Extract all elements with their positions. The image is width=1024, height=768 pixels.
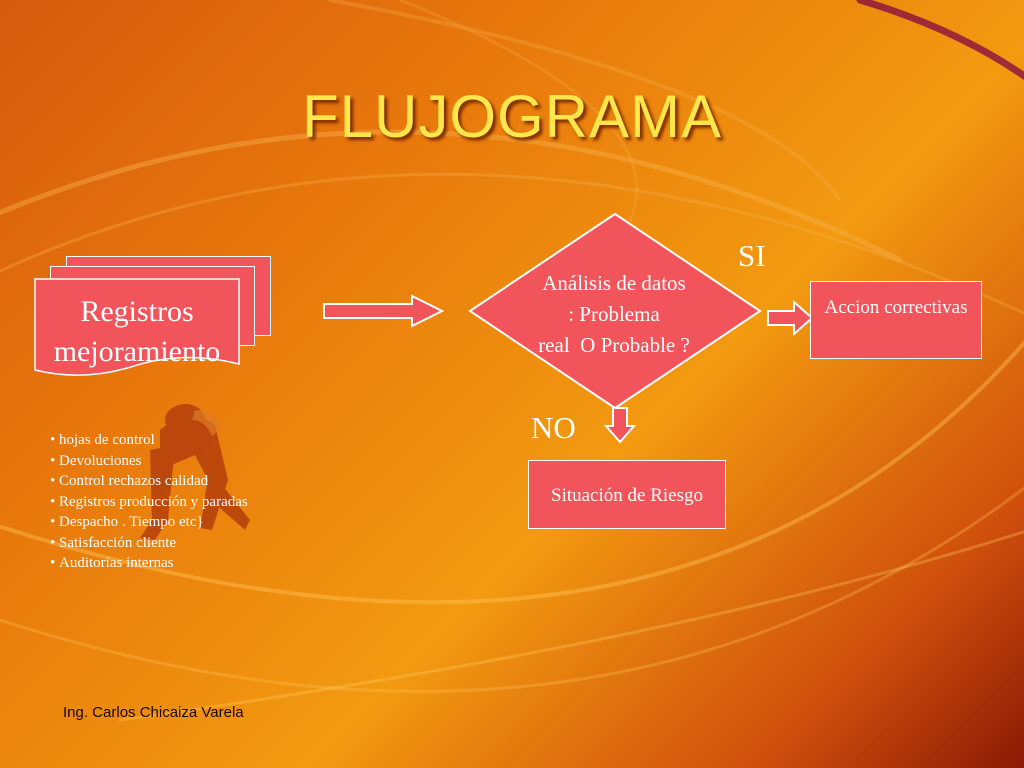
corrective-action-box: Accion correctivas xyxy=(810,281,982,359)
decision-text: Análisis de datos : Problema real O Prob… xyxy=(538,271,690,357)
risk-situation-label: Situación de Riesgo xyxy=(551,485,703,506)
registros-line-1: Registros xyxy=(80,295,194,328)
arrow-down-icon xyxy=(604,407,636,444)
list-item: Registros producción y paradas xyxy=(50,492,248,513)
list-item: Devoluciones xyxy=(50,451,248,472)
registros-document-stack: Registros mejoramiento xyxy=(32,254,277,384)
list-item: Despacho . Tiempo etc} xyxy=(50,512,248,533)
author-footer: Ing. Carlos Chicaiza Varela xyxy=(63,704,244,721)
arrow-right-icon xyxy=(767,300,814,336)
list-item: Auditorias internas xyxy=(50,553,248,574)
arrow-right-icon xyxy=(323,294,445,328)
no-label: NO xyxy=(531,410,576,445)
list-item: Satisfacción cliente xyxy=(50,533,248,554)
list-item: Control rechazos calidad xyxy=(50,471,248,492)
corrective-action-label: Accion correctivas xyxy=(824,297,968,318)
list-item: hojas de control xyxy=(50,430,248,451)
document-front xyxy=(34,278,240,376)
registros-label: Registros mejoramiento xyxy=(34,292,240,372)
page-title: FLUJOGRAMA xyxy=(301,83,723,150)
yes-label: SI xyxy=(738,238,766,273)
records-bullet-list: hojas de control Devoluciones Control re… xyxy=(50,430,248,574)
risk-situation-box: Situación de Riesgo xyxy=(528,460,726,529)
registros-line-2: mejoramiento xyxy=(53,335,221,368)
